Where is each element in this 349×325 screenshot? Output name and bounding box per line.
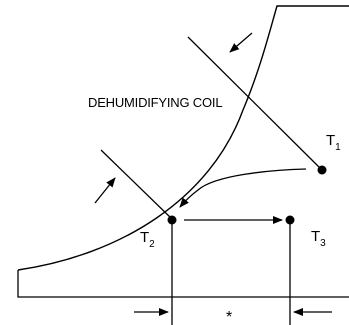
dimension-label: * [226, 309, 232, 325]
bottom-boundary-line [17, 270, 349, 298]
saturation-curve [17, 5, 349, 271]
point-label-t2: T2 [140, 229, 155, 250]
lower-diagonal-line [100, 149, 173, 220]
upper-diagonal-line [187, 36, 323, 171]
filled-circle-icon [167, 215, 177, 225]
arrow-icon [94, 177, 116, 204]
coil-label: DEHUMIDIFYING COIL [88, 95, 222, 110]
point-label-t3: T3 [311, 228, 326, 249]
arrow-icon [229, 32, 253, 53]
filled-circle-icon [317, 165, 327, 175]
point-label-t1: T1 [326, 132, 341, 153]
process-curve-arrow [179, 168, 307, 208]
filled-circle-icon [285, 215, 295, 225]
